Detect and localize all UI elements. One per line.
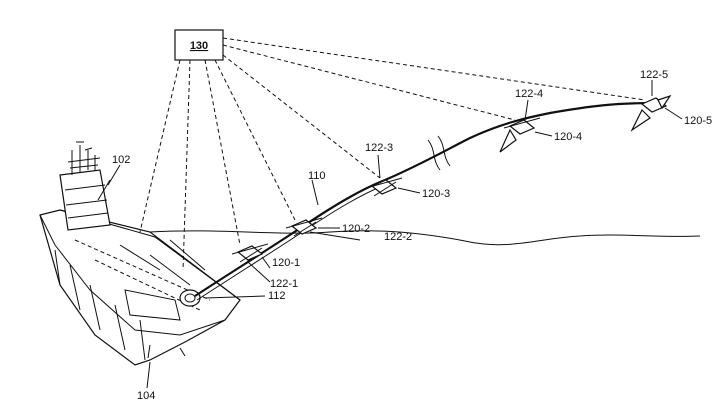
node-1 [231, 243, 269, 263]
id-label-2: 122-2 [384, 231, 412, 243]
winch-label: 112 [268, 290, 286, 302]
unit-label-2: 120-2 [342, 223, 370, 235]
unit-label-4: 120-4 [554, 131, 582, 143]
unit-label-1: 120-1 [272, 257, 300, 269]
id-label-4: 122-4 [515, 88, 543, 100]
node-3 [365, 177, 403, 197]
id-label-5: 122-5 [640, 69, 668, 81]
node-4 [499, 117, 541, 153]
node-2 [285, 217, 323, 237]
ship-label: 102 [112, 154, 130, 166]
unit-label-5: 120-5 [684, 115, 712, 127]
tether-label: 110 [308, 170, 326, 182]
tether-line [194, 101, 656, 297]
leader-lines [97, 80, 683, 389]
winch-drum [179, 289, 201, 307]
id-label-3: 122-3 [365, 142, 393, 154]
unit-label-3: 120-3 [422, 188, 450, 200]
water-line [149, 230, 701, 246]
id-label-1: 122-1 [270, 278, 298, 290]
node-5 [630, 94, 672, 132]
controller-box [174, 29, 224, 61]
controller-label: 130 [190, 40, 208, 52]
break-mark [427, 139, 441, 171]
comm-links [139, 37, 646, 271]
ship [39, 141, 241, 366]
hull-label: 104 [137, 390, 155, 402]
